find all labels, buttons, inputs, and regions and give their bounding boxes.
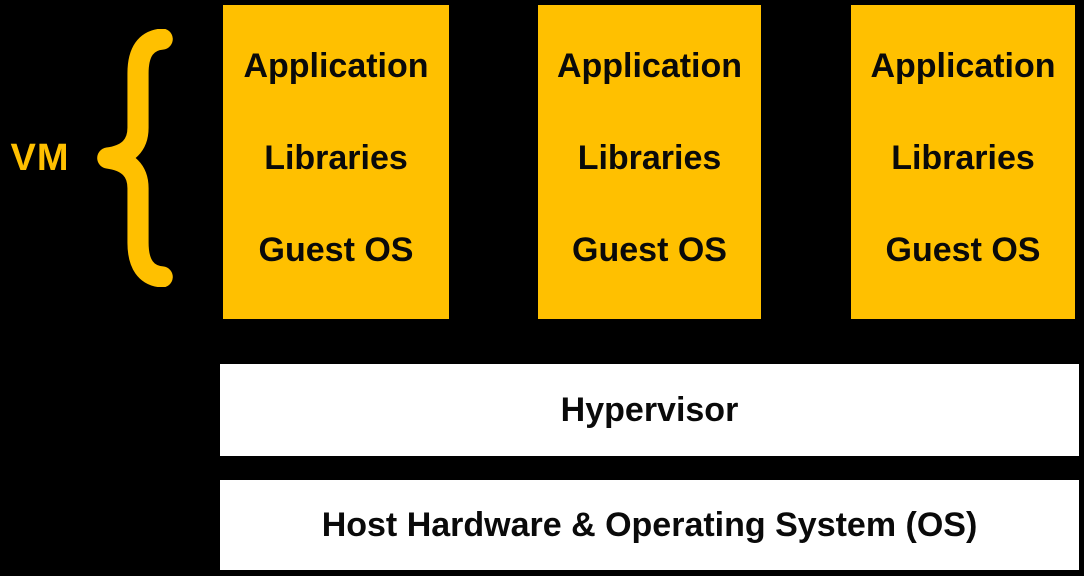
vm-box-line-libraries: Libraries [891, 139, 1035, 177]
hypervisor-layer: Hypervisor [220, 364, 1079, 456]
vm-box-line-libraries: Libraries [577, 139, 722, 177]
vm-box-line-guest-os: Guest OS [572, 231, 727, 269]
vm-box-line-application: Application [243, 47, 429, 85]
vm-box-line-guest-os: Guest OS [258, 231, 414, 269]
vm-box-1: Application Libraries Guest OS [223, 5, 449, 319]
hypervisor-label: Hypervisor [560, 390, 739, 429]
vm-label: VM [10, 137, 70, 179]
host-hardware-os-label: Host Hardware & Operating System (OS) [321, 505, 978, 544]
vm-box-2: Application Libraries Guest OS [538, 5, 761, 319]
vm-box-line-application: Application [556, 47, 743, 85]
vm-box-line-libraries: Libraries [264, 139, 408, 177]
vm-box-line-guest-os: Guest OS [885, 231, 1041, 269]
left-curly-brace-icon [94, 29, 178, 287]
host-hardware-os-layer: Host Hardware & Operating System (OS) [220, 480, 1079, 570]
vm-box-line-application: Application [870, 47, 1056, 85]
vm-box-3: Application Libraries Guest OS [851, 5, 1075, 319]
